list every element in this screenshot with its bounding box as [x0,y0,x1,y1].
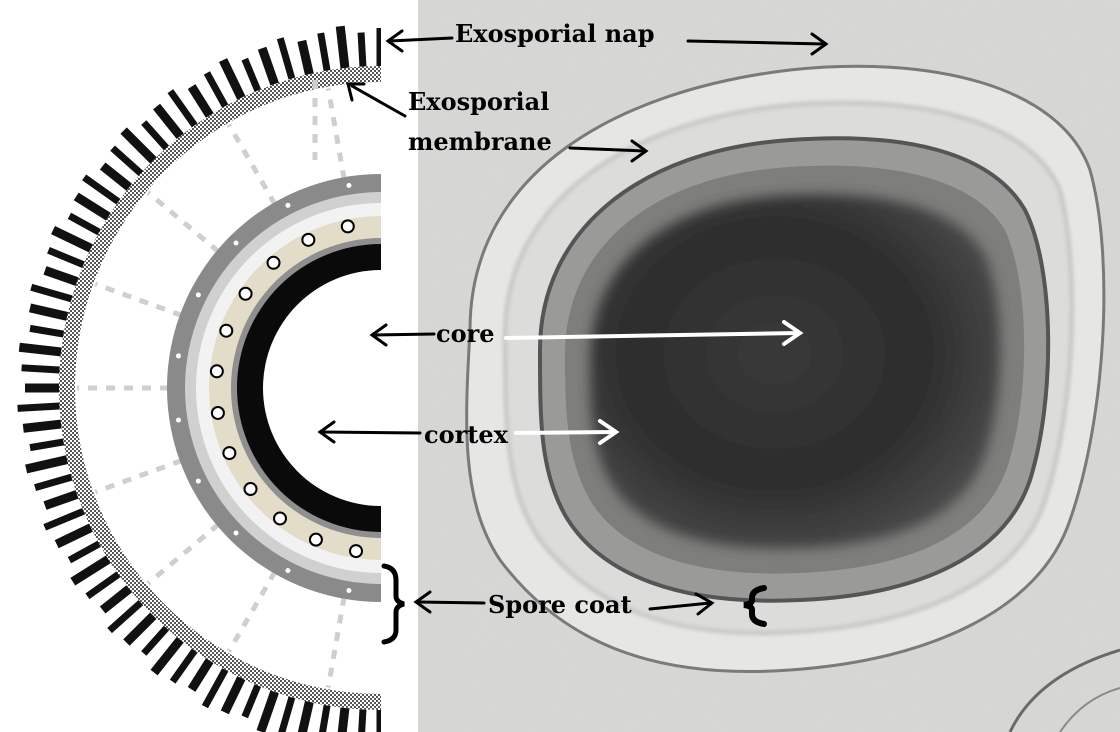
label-exosporial-membrane-line2: membrane [408,127,552,156]
cortex-granule [274,512,286,524]
exosporial-nap-bar [26,460,67,469]
label-exosporial-nap: Exosporial nap [455,19,654,48]
exosporial-nap-bar [170,91,194,125]
exosporial-nap-bar [361,33,363,67]
exosporial-nap-bar [87,574,118,596]
exosporial-nap-bar [280,38,292,78]
cortex-granule [245,483,257,495]
coat-dot [285,568,290,573]
bracket-spore-coat-schematic [384,566,404,642]
exosporial-nap-bar [223,60,241,98]
exosporial-nap-bar [192,661,210,690]
exosporial-nap-bar [320,705,327,732]
exosporial-nap-bar [302,41,310,74]
exosporial-nap-bar [45,270,77,281]
exosporial-nap-bar [45,494,77,505]
exosporial-nap-bar [205,670,225,707]
cortex-granule [350,545,362,557]
exosporial-nap-bar [261,692,275,732]
coat-dot [196,479,201,484]
exosporial-nap-bar [73,559,109,581]
exosporial-nap-bar [35,477,72,488]
coat-dot [346,183,351,188]
label-exosporial-membrane-line1: Exosporial [408,87,549,116]
cortex-granule [342,220,354,232]
exosporial-nap-bar [23,424,61,428]
exosporial-nap-bar [245,59,258,90]
exosporial-nap-bar [281,697,292,732]
exosporial-nap-bar [57,528,91,544]
coat-dot [176,418,181,423]
cortex-granule [211,365,223,377]
coat-dot [196,292,201,297]
exosporial-nap-bar [340,26,345,68]
exosporial-nap-bar [341,708,345,732]
exosporial-nap-bar [126,616,153,643]
exosporial-nap-bar [110,603,141,631]
label-core: core [436,319,495,348]
exosporial-nap-bar [225,678,241,712]
exosporial-nap-bar [144,123,167,148]
exosporial-nap-bar [207,73,225,106]
exosporial-nap-bar [154,640,180,673]
exosporial-nap-bar [69,216,99,232]
exosporial-nap-bar [18,406,60,408]
exosporial-nap-bar [48,250,83,265]
exosporial-nap-bar [22,368,60,370]
label-cortex: cortex [424,420,509,449]
exosporial-nap-bar [30,442,64,448]
exosporial-nap-bar [103,589,130,610]
cortex-granule [220,325,232,337]
exosporial-nap-bar [245,685,258,716]
coat-dot [346,588,351,593]
exosporial-nap-bar [113,148,141,173]
exosporial-nap-bar [84,177,118,201]
exosporial-nap-bar [144,628,167,653]
cortex-granule [302,234,314,246]
label-spore-coat: Spore coat [488,590,632,619]
coat-dot [285,203,290,208]
cortex-granule [268,257,280,269]
exosporial-nap-bar [173,651,195,682]
exosporial-nap-bar [69,544,99,560]
exosporial-nap-bar [19,347,61,352]
exosporial-nap-bar [53,230,91,248]
core-micrograph [590,194,1000,548]
exosporial-nap-bar [103,166,130,187]
exosporial-nap-bar [45,511,84,527]
coat-dot [176,353,181,358]
exosporial-nap-bar [157,107,181,137]
cortex-granule [310,534,322,546]
exosporial-nap-bar [124,131,154,161]
exosporial-nap-bar [262,48,275,84]
exosporial-nap-bar [321,33,327,70]
coat-dot [234,530,239,535]
exosporial-nap-bar [302,702,310,732]
cortex-granule [240,288,252,300]
exosporial-nap-bar [30,328,64,334]
exosporial-nap-bar [30,308,67,316]
exosporial-nap-bar [31,287,71,299]
cortex-granule [212,407,224,419]
coat-dot [234,241,239,246]
cortex-granule [223,447,235,459]
exosporial-nap-bar [76,196,108,216]
exosporial-nap-bar [192,87,210,116]
exosporial-nap-bar [361,709,363,732]
